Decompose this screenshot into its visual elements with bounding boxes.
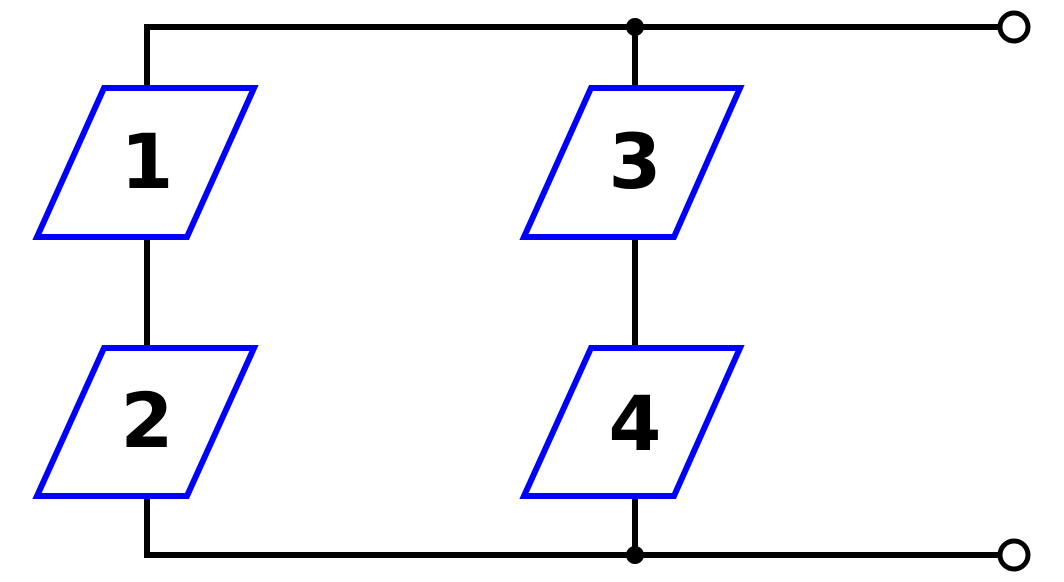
top-terminal xyxy=(997,10,1031,44)
block-2-shape xyxy=(32,345,259,499)
block-3: 3 xyxy=(519,85,745,240)
bottom-junction-dot xyxy=(626,546,644,564)
block-4-shape xyxy=(519,345,745,499)
block-3-label: 3 xyxy=(609,117,662,206)
block-4-label: 4 xyxy=(609,379,662,468)
wires xyxy=(144,24,1003,558)
block-1: 1 xyxy=(32,85,259,240)
block-1-label: 1 xyxy=(121,117,174,206)
block-2: 2 xyxy=(32,345,259,499)
bottom-terminal xyxy=(997,538,1031,572)
block-4: 4 xyxy=(519,345,745,499)
block-3-shape xyxy=(519,85,745,240)
block-1-shape xyxy=(32,85,259,240)
top-junction-dot xyxy=(626,18,644,36)
block-2-label: 2 xyxy=(121,376,174,465)
